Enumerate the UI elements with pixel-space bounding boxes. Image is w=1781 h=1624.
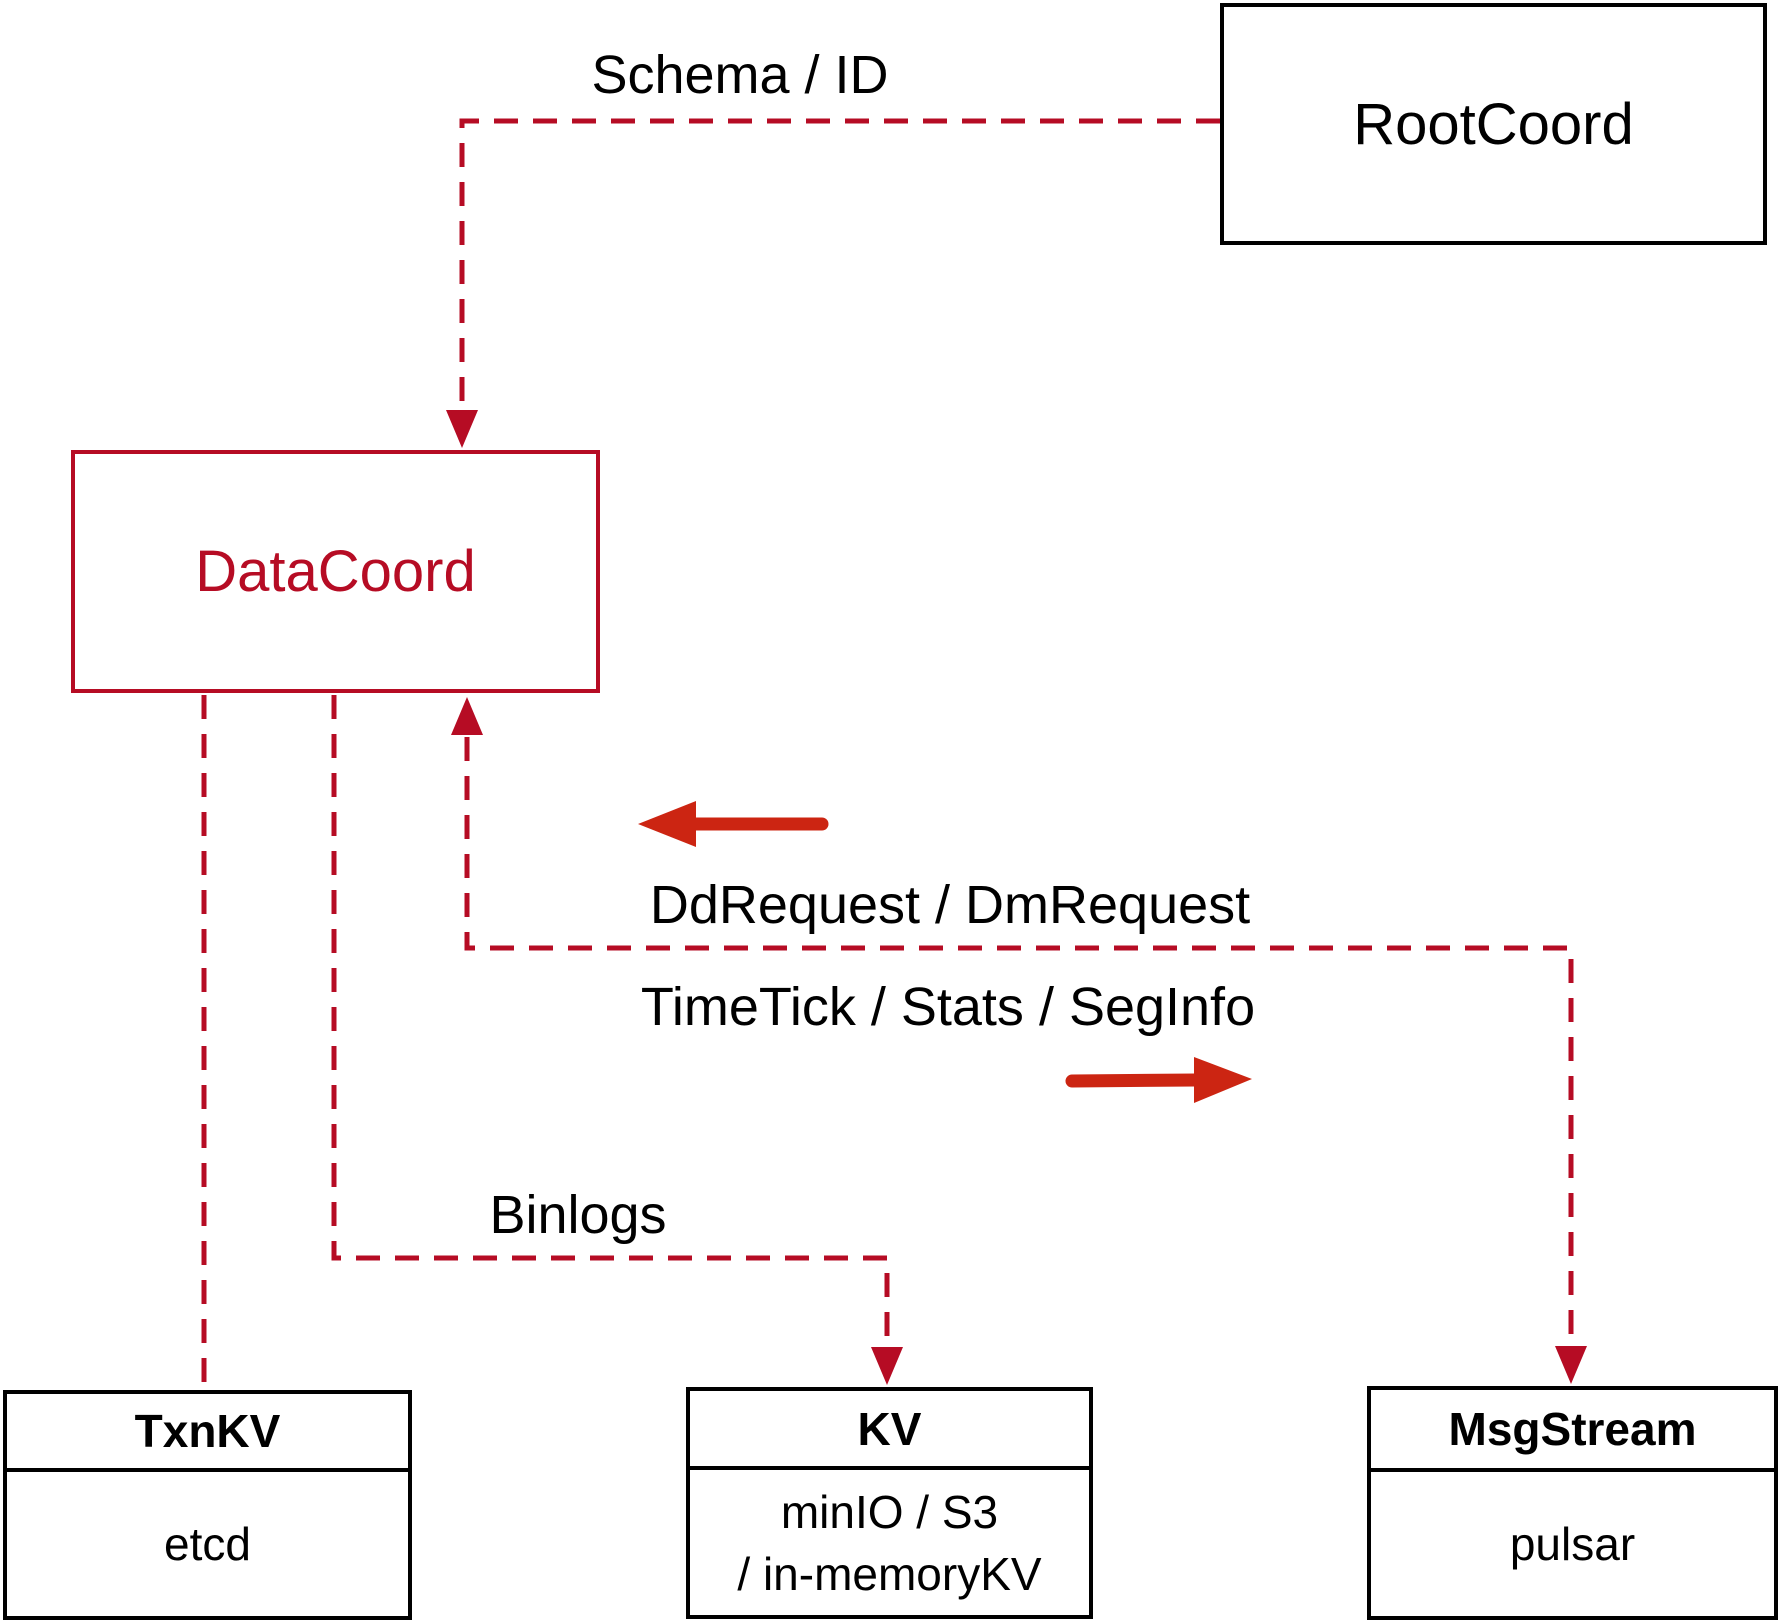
msgstream-subtitle: pulsar — [1509, 1518, 1636, 1570]
txnkv-subtitle: etcd — [164, 1518, 251, 1570]
schema-id-arrowhead-icon — [446, 410, 478, 448]
msgstream-title: MsgStream — [1371, 1390, 1774, 1472]
right-direction-arrow-icon — [1194, 1057, 1252, 1103]
schema-id-connector — [459, 118, 1220, 426]
msgstream-node: MsgStream pulsar — [1367, 1386, 1778, 1620]
left-direction-arrow-icon — [638, 801, 696, 847]
timetick-stats-seginfo-label: TimeTick / Stats / SegInfo — [640, 977, 1256, 1037]
kv-subtitle: minIO / S3 / in-memoryKV — [690, 1470, 1089, 1615]
binlogs-connector — [331, 695, 890, 1363]
kv-subtitle-line2: / in-memoryKV — [737, 1547, 1042, 1600]
schema-id-label: Schema / ID — [591, 45, 889, 105]
kv-title: KV — [690, 1391, 1089, 1470]
ddrequest-dmrequest-label: DdRequest / DmRequest — [649, 875, 1251, 935]
rootcoord-node: RootCoord — [1220, 3, 1767, 245]
ddrequest-arrowhead-icon — [451, 697, 483, 735]
msgstream-arrowhead-icon — [1555, 1346, 1587, 1384]
binlogs-arrowhead-icon — [871, 1347, 903, 1385]
datacoord-node: DataCoord — [71, 450, 600, 693]
right-direction-arrow-shaft — [1065, 1073, 1203, 1088]
kv-subtitle-line1: minIO / S3 — [780, 1485, 999, 1538]
txnkv-node: TxnKV etcd — [3, 1390, 412, 1620]
ddrequest-connector — [464, 737, 1574, 1362]
txnkv-title: TxnKV — [7, 1394, 408, 1472]
binlogs-label: Binlogs — [489, 1185, 667, 1245]
kv-node: KV minIO / S3 / in-memoryKV — [686, 1387, 1093, 1619]
datacoord-label: DataCoord — [195, 539, 476, 604]
rootcoord-label: RootCoord — [1353, 91, 1634, 157]
